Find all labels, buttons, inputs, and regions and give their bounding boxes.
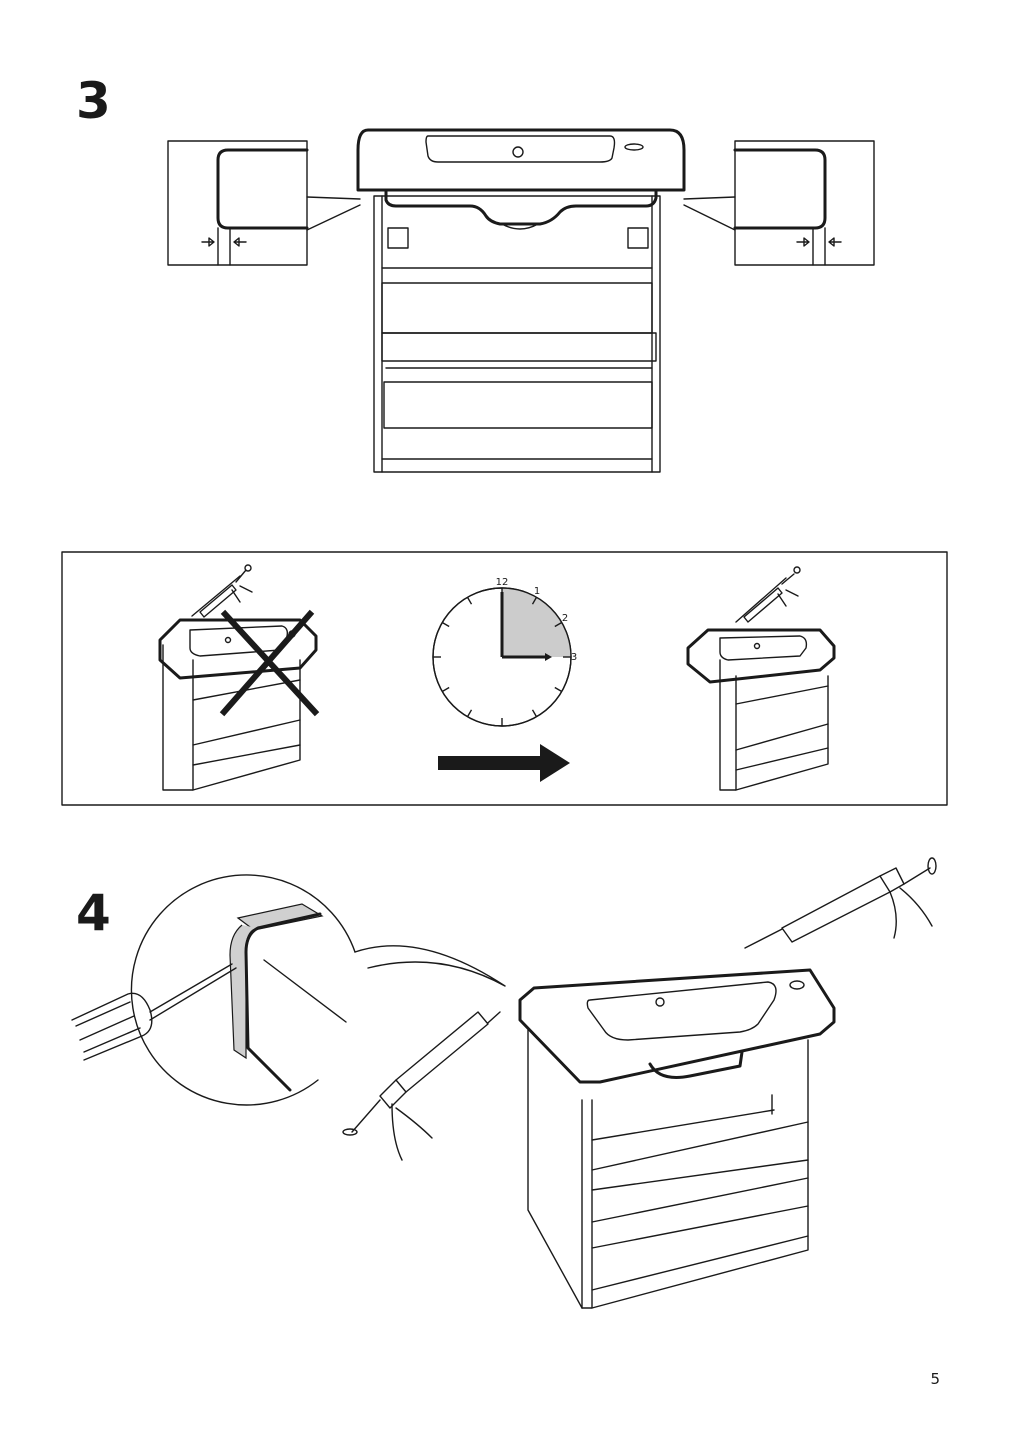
caulking-gun-icon <box>744 857 937 949</box>
step-3-illustration <box>167 128 875 473</box>
clock-label-12: 12 <box>496 577 509 588</box>
clock-tick <box>466 709 473 718</box>
clock-tick <box>531 709 538 718</box>
step-3-number: 3 <box>76 72 111 130</box>
magnified-detail <box>71 874 506 1106</box>
clock-label-1: 1 <box>534 586 540 597</box>
clock-elapsed-sector <box>502 588 571 657</box>
correct-after-wait <box>686 566 836 791</box>
caulking-gun-icon <box>735 566 801 623</box>
wrong-early-use <box>158 564 320 791</box>
clock-icon: 12 1 2 3 <box>432 577 577 727</box>
sink-cabinet-front <box>356 128 686 473</box>
caulking-gun-icon <box>342 1011 501 1161</box>
clock-tick <box>441 621 450 628</box>
arrow-right-icon <box>438 744 570 782</box>
x-mark-icon <box>219 609 320 717</box>
right-detail-callout <box>683 140 875 266</box>
step-4-number: 4 <box>76 884 111 942</box>
wait-panel: 12 1 2 3 <box>61 551 948 806</box>
clock-tick <box>466 596 473 605</box>
clock-tick <box>441 686 450 693</box>
clock-label-3: 3 <box>571 652 577 663</box>
clock-tick <box>554 621 563 628</box>
left-detail-callout <box>167 140 361 266</box>
page-number: 5 <box>930 1370 940 1388</box>
clock-tick <box>554 686 563 693</box>
step-4-illustration <box>71 857 937 1309</box>
caulking-gun-icon <box>191 564 253 618</box>
clock-tick <box>531 596 538 605</box>
sink-cabinet-iso <box>518 968 836 1309</box>
clock-label-2: 2 <box>562 613 568 624</box>
